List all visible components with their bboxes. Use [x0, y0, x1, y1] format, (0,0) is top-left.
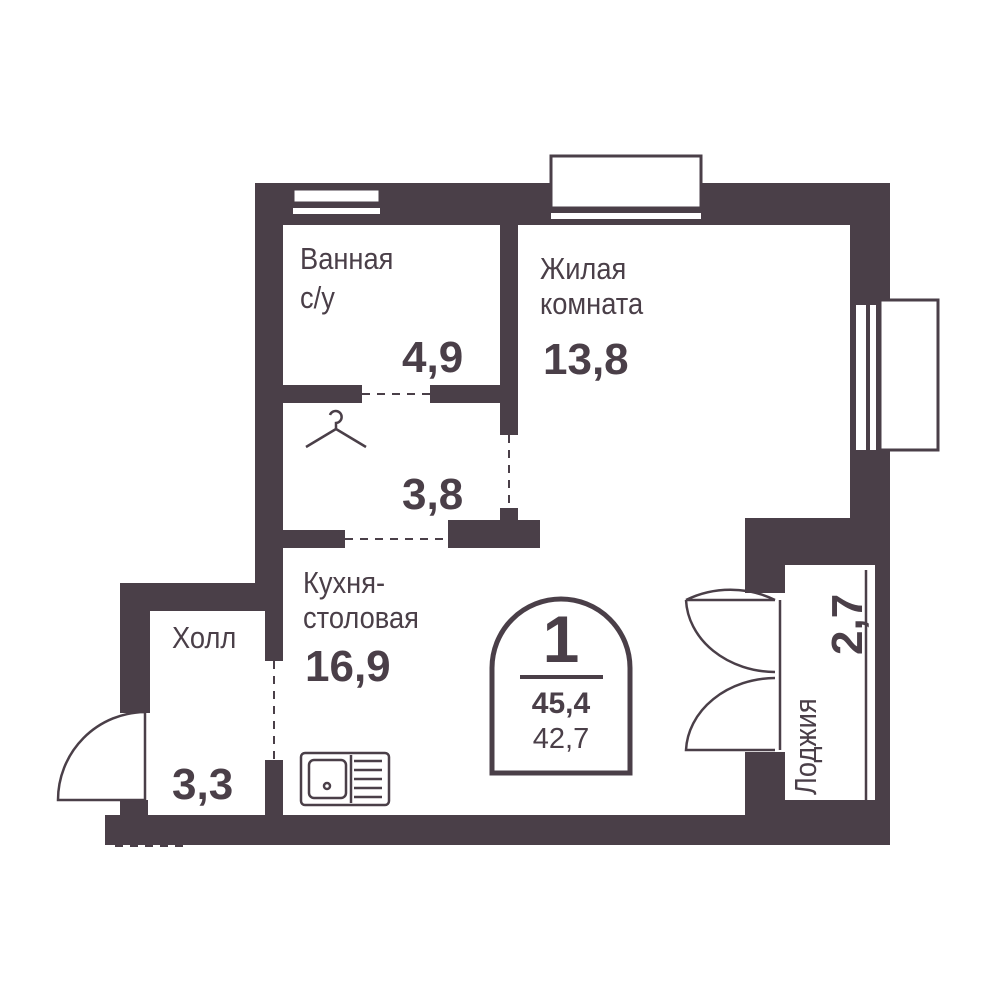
room-label-bath-2: с/у — [300, 280, 335, 315]
apartment-badge — [489, 596, 633, 776]
room-area-living: 13,8 — [543, 335, 629, 384]
badge-total-area: 45,4 — [531, 687, 591, 720]
wall-hall-post — [120, 800, 148, 820]
room-label-hall: Холл — [172, 620, 237, 655]
room-label-loggia: Лоджия — [788, 698, 823, 795]
wall-kitchen-right-low — [745, 752, 785, 822]
loggia-floor — [787, 565, 873, 800]
top-window-sill — [551, 213, 701, 219]
bath-window — [291, 187, 382, 205]
entry-door-swing — [56, 710, 147, 802]
wall-left-bottom — [265, 760, 283, 820]
wall-left — [255, 183, 283, 583]
right-window-box — [878, 298, 940, 452]
top-window-box — [549, 154, 703, 210]
room-area-loggia: 2,7 — [823, 593, 872, 655]
room-area-kitchen: 16,9 — [305, 642, 391, 691]
bath-window-sill — [293, 208, 380, 214]
loggia-door-swing — [684, 588, 782, 752]
wall-stub — [500, 508, 518, 523]
room-label-living: Жилая — [540, 251, 627, 286]
wall-bath-partition — [500, 225, 518, 435]
room-label-kitchen: Кухня- — [303, 565, 386, 600]
room-area-wardrobe: 3,8 — [402, 470, 464, 519]
right-window-pane-b — [870, 305, 876, 450]
room-area-hall: 3,3 — [172, 760, 234, 809]
hanger-icon — [305, 409, 367, 449]
wall-loggia-top — [785, 548, 890, 565]
room-label-living-2: комната — [540, 286, 644, 321]
room-label-kitchen-2: столовая — [303, 600, 419, 635]
wall-hall-left — [120, 583, 150, 713]
wall-mid-b — [448, 520, 540, 548]
wall-bath-bottom-b — [430, 385, 500, 403]
room-area-bath: 4,9 — [402, 333, 464, 382]
sink-icon — [299, 751, 391, 807]
wall-bottom — [105, 815, 890, 845]
wall-bath-bottom-a — [283, 385, 362, 403]
wall-kitchen-right — [745, 548, 785, 593]
badge-living-area: 42,7 — [532, 723, 590, 755]
badge-rooms-count: 1 — [542, 602, 580, 676]
room-label-bath: Ванная — [300, 241, 394, 276]
wall-loggia-right — [875, 548, 890, 838]
wall-mid-a — [283, 530, 345, 548]
right-window-pane-a — [856, 305, 866, 450]
